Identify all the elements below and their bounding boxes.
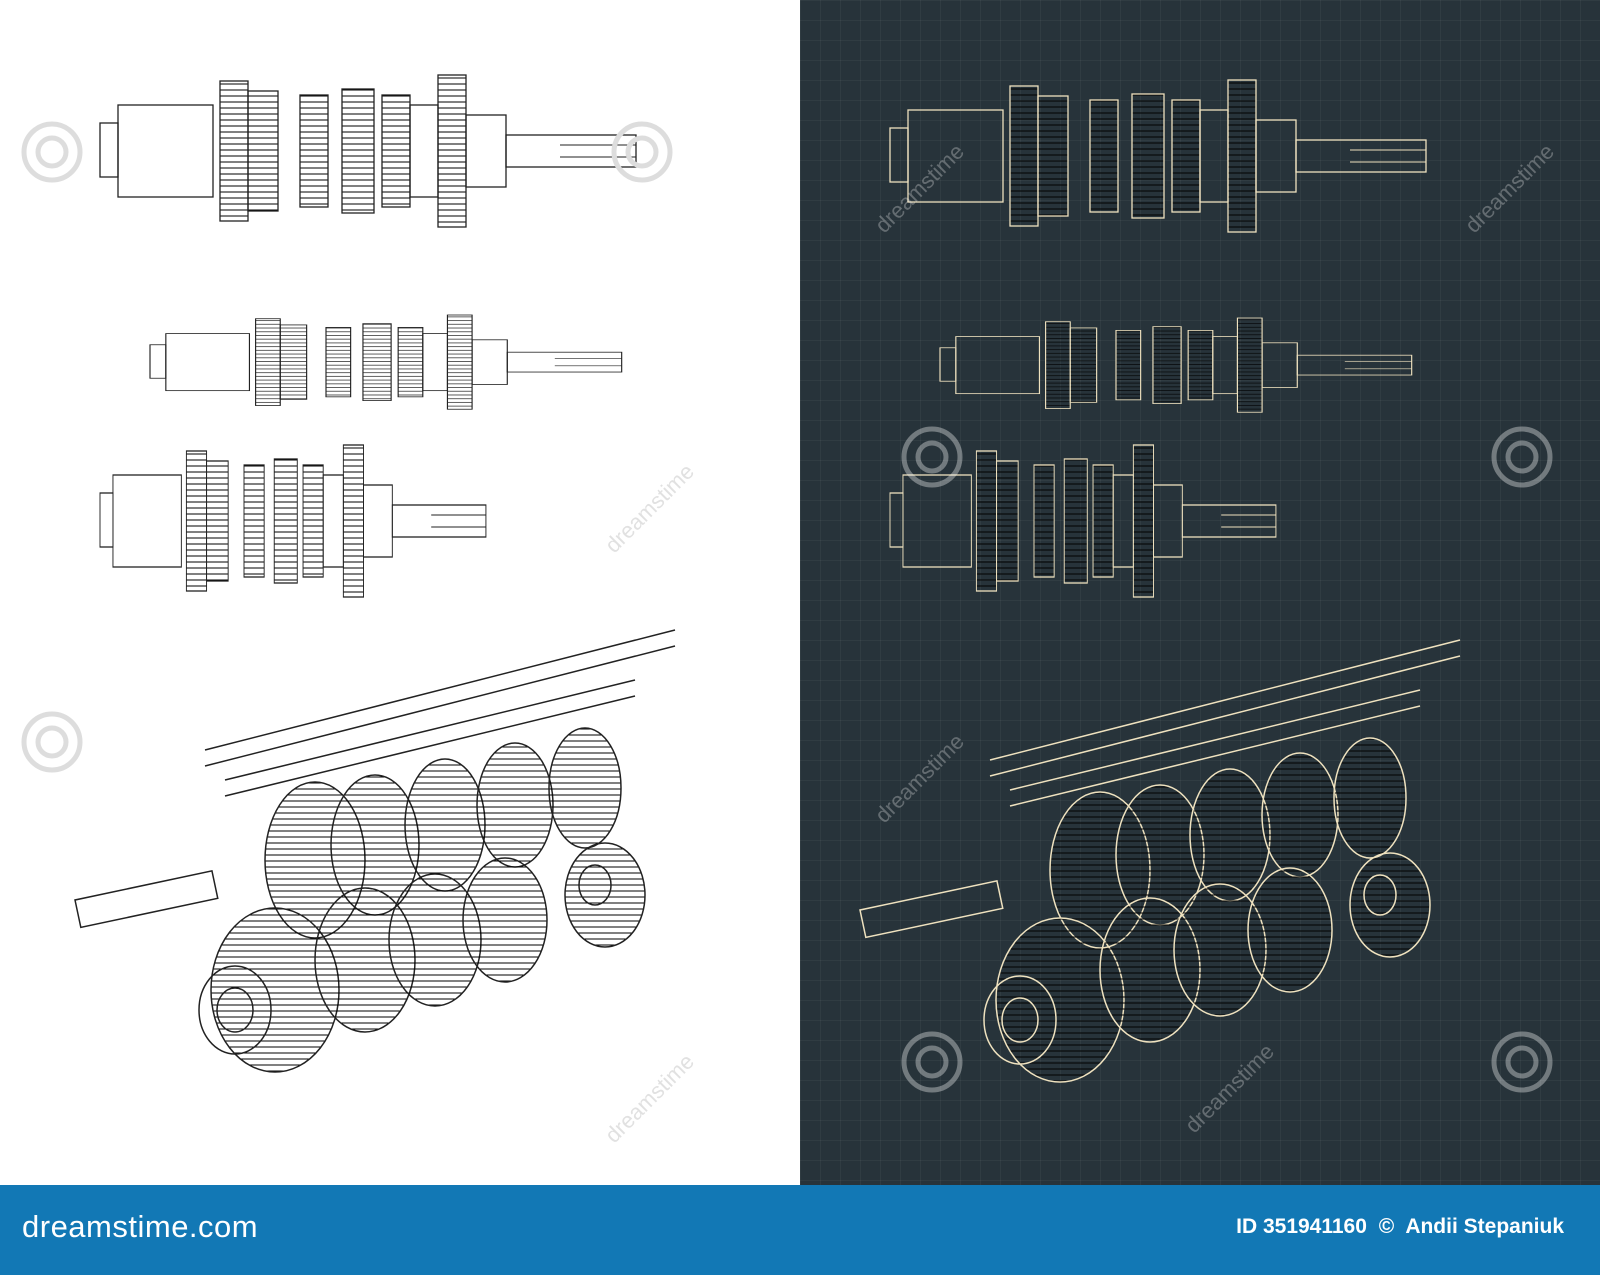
- dark-panel: dreamstime dreamstime dreamstime dreamst…: [800, 0, 1600, 1185]
- image-credit: ID 351941160 © Andii Stepaniuk: [1236, 1215, 1570, 1239]
- isometric-gearbox-drawing: [74, 629, 676, 1073]
- light-blueprint: [74, 74, 676, 1073]
- brand-logo[interactable]: dreamstime.com: [22, 1209, 259, 1244]
- middle-shaft-pair-drawing: [889, 317, 1413, 598]
- image-id: ID 351941160: [1236, 1215, 1367, 1238]
- spiral-logo-icon: [901, 426, 963, 488]
- spiral-logo-icon: [611, 121, 673, 183]
- light-panel: dreamstime dreamstime: [0, 0, 800, 1185]
- spiral-logo-icon: [21, 121, 83, 183]
- spiral-logo-icon: [901, 1031, 963, 1093]
- footer-bar: dreamstime.com ID 351941160 © Andii Step…: [0, 1185, 1600, 1275]
- spiral-logo-icon: [21, 711, 83, 773]
- spiral-logo-icon: [1491, 1031, 1553, 1093]
- top-shaft-drawing: [889, 79, 1427, 233]
- isometric-gearbox-drawing: [859, 639, 1461, 1083]
- spiral-logo-icon: [1491, 426, 1553, 488]
- middle-shaft-pair-drawing: [99, 314, 623, 598]
- author-name[interactable]: Andii Stepaniuk: [1405, 1215, 1564, 1238]
- copyright-symbol: ©: [1378, 1215, 1395, 1238]
- top-shaft-drawing: [99, 74, 637, 228]
